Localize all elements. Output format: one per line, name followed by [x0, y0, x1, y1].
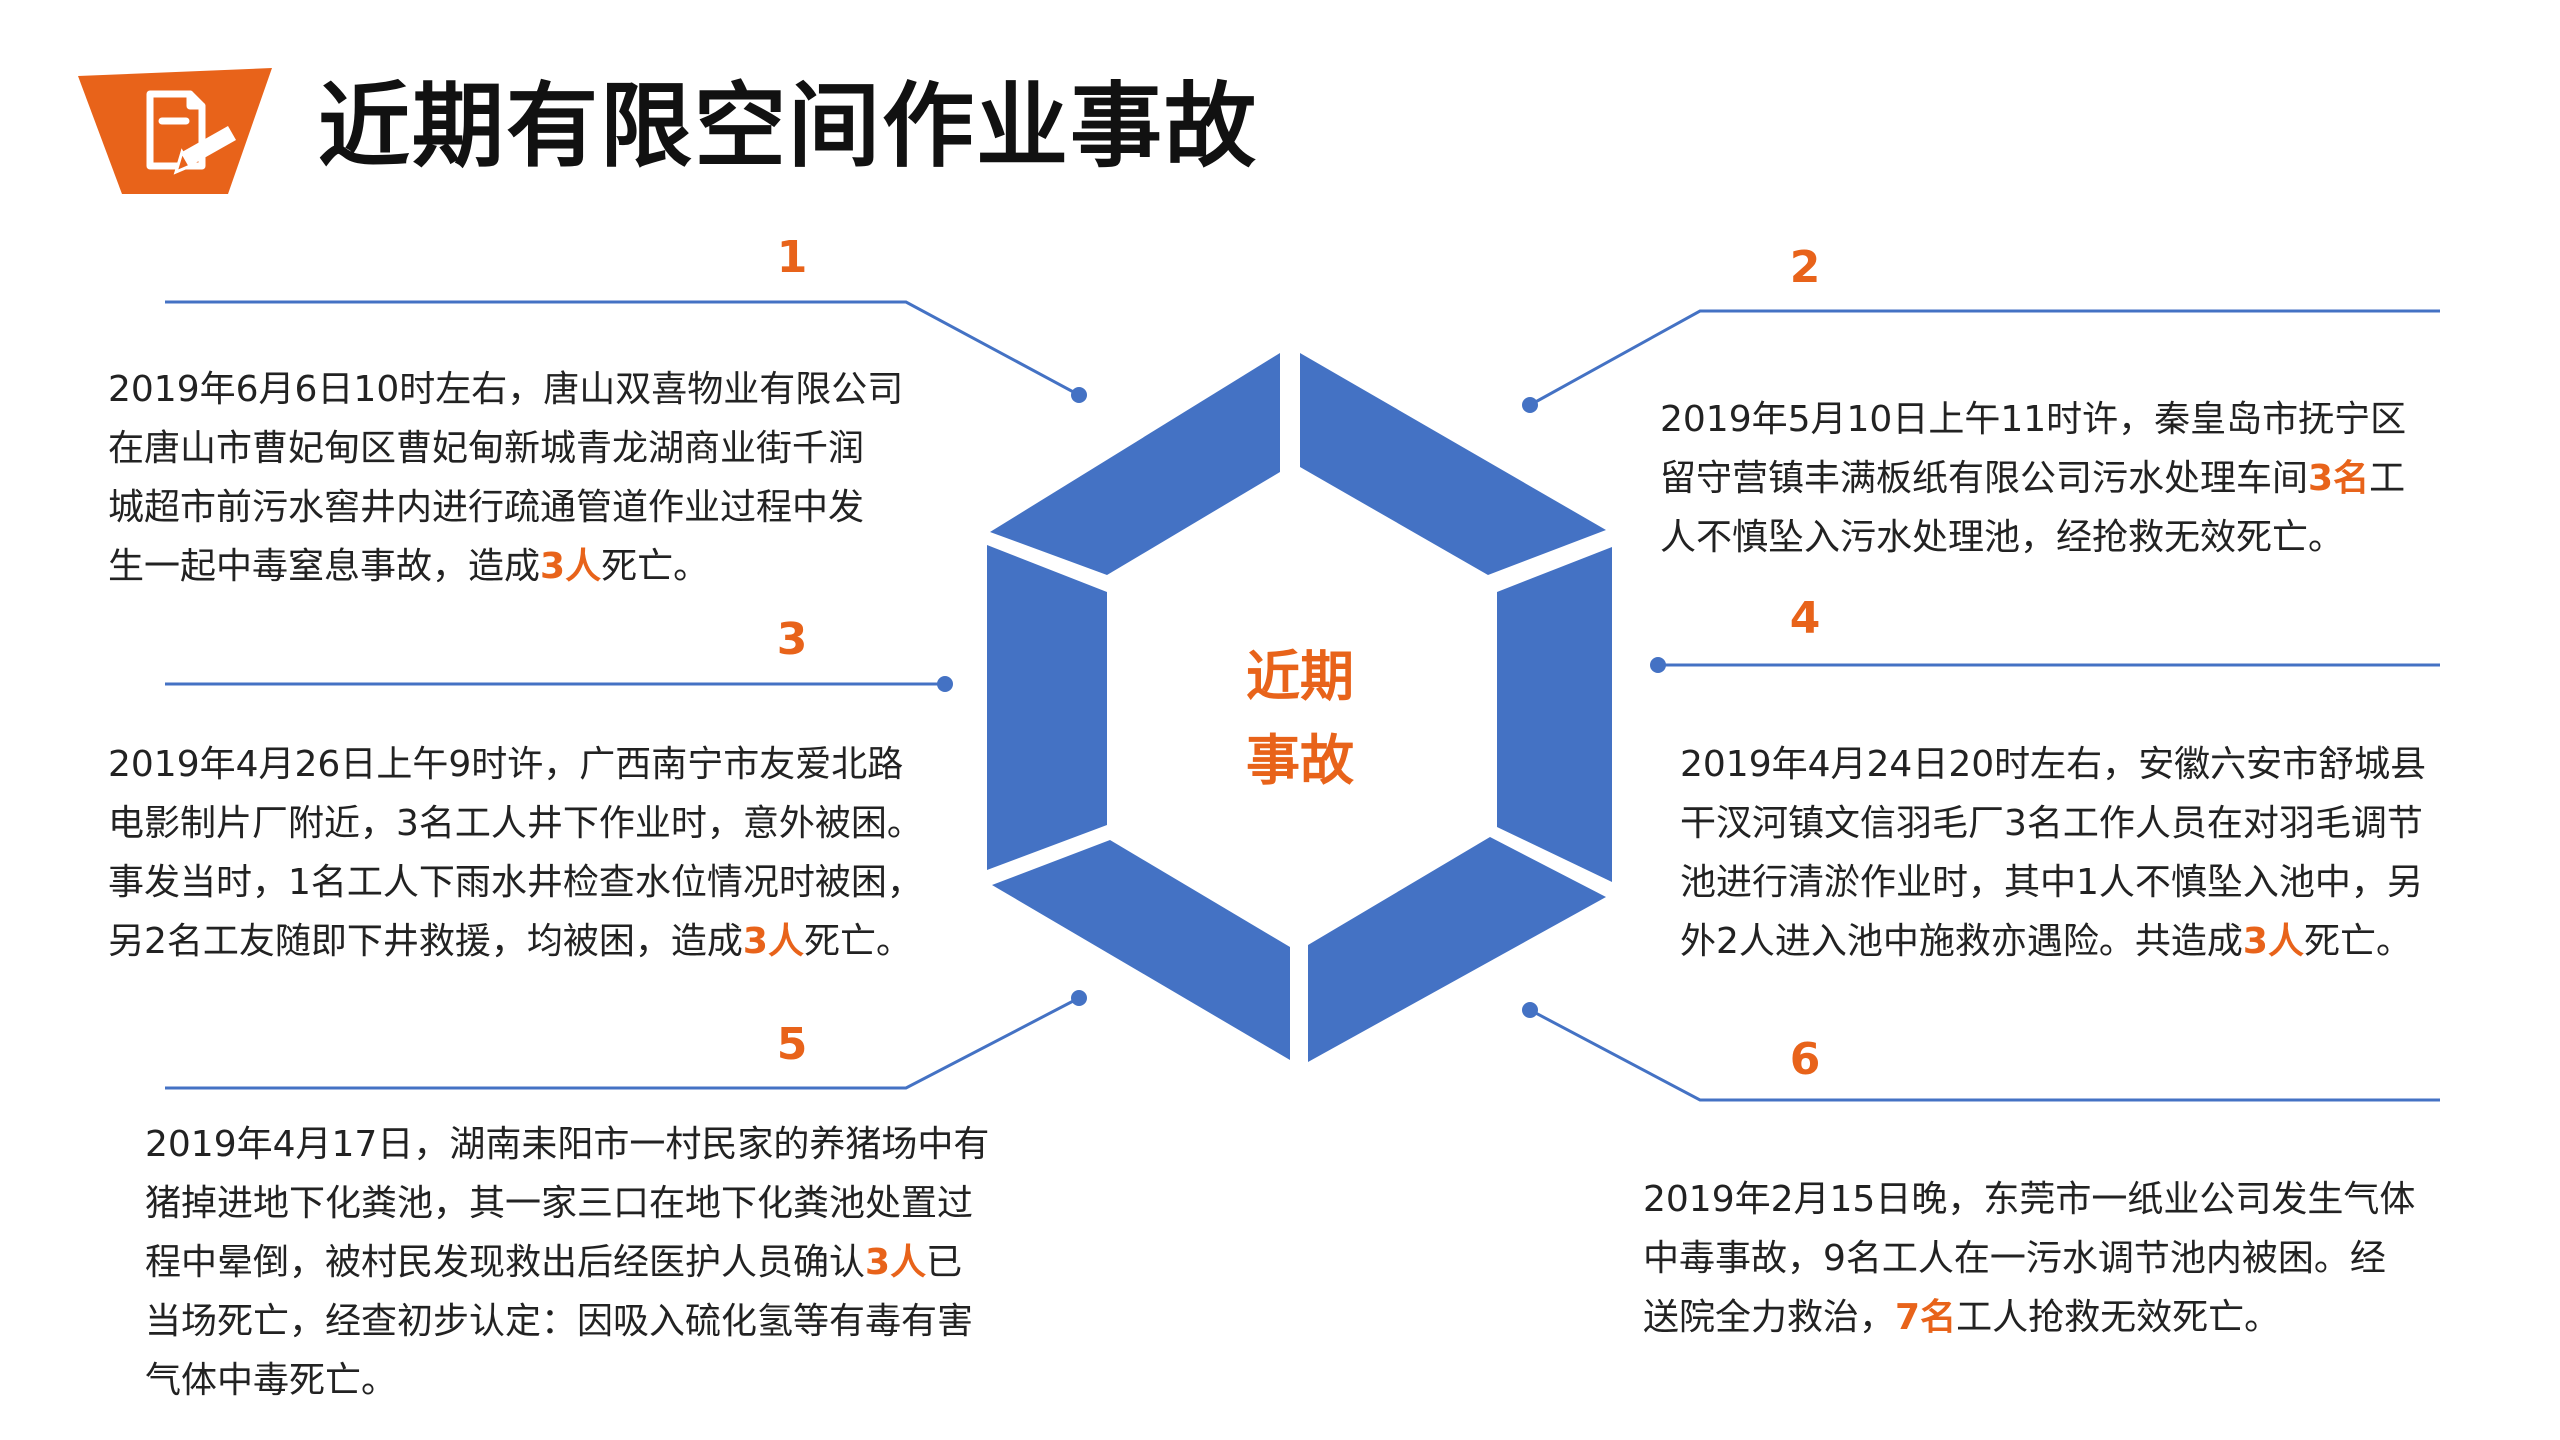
incident-text-segment: 电影制片厂附近，3名工人井下作业时，意外被困。: [108, 803, 923, 844]
incident-line: 在唐山市曹妃甸区曹妃甸新城青龙湖商业街千润: [108, 419, 903, 478]
connector-2: [1529, 309, 2440, 407]
hex-segment-bottom-right: [1308, 837, 1606, 1062]
incident-line: 2019年4月17日，湖南耒阳市一村民家的养猪场中有: [145, 1115, 989, 1174]
document-pencil-icon: [78, 68, 272, 194]
incident-line: 猪掉进地下化粪池，其一家三口在地下化粪池处置过: [145, 1174, 989, 1233]
center-label-line-1: 近期: [1246, 645, 1354, 708]
incident-text-segment: 在唐山市曹妃甸区曹妃甸新城青龙湖商业街千润: [108, 428, 865, 469]
incident-text-segment: 事发当时，1名工人下雨水井检查水位情况时被困，: [108, 862, 923, 903]
incident-line: 外2人进入池中施救亦遇险。共造成3人死亡。: [1680, 912, 2426, 971]
incident-text-5: 2019年4月17日，湖南耒阳市一村民家的养猪场中有猪掉进地下化粪池，其一家三口…: [145, 1115, 989, 1410]
incident-text-segment: 城超市前污水窖井内进行疏通管道作业过程中发: [108, 487, 865, 528]
incident-text-segment: 死亡。: [601, 546, 710, 587]
incident-text-6: 2019年2月15日晚，东莞市一纸业公司发生气体中毒事故，9名工人在一污水调节池…: [1643, 1170, 2415, 1347]
incident-text-segment: 工: [2369, 458, 2406, 499]
incident-line: 2019年4月26日上午9时许，广西南宁市友爱北路: [108, 735, 923, 794]
incident-line: 送院全力救治，7名工人抢救无效死亡。: [1643, 1288, 2415, 1347]
incident-text-segment: 池进行清淤作业时，其中1人不慎坠入池中，另: [1680, 862, 2423, 903]
connector-6: [1529, 1008, 2440, 1102]
incident-text-segment: 2019年5月10日上午11时许，秦皇岛市抚宁区: [1660, 399, 2407, 440]
incident-text-1: 2019年6月6日10时左右，唐山双喜物业有限公司在唐山市曹妃甸区曹妃甸新城青龙…: [108, 360, 903, 596]
incident-text-segment: 当场死亡，经查初步认定：因吸入硫化氢等有毒有害: [145, 1301, 974, 1342]
incident-text-segment: 气体中毒死亡。: [145, 1360, 398, 1401]
incident-line: 城超市前污水窖井内进行疏通管道作业过程中发: [108, 478, 903, 537]
incident-number-5: 5: [776, 1019, 808, 1070]
hex-segment-top-right: [1300, 353, 1606, 575]
incident-line: 干汊河镇文信羽毛厂3名工作人员在对羽毛调节: [1680, 794, 2426, 853]
incident-text-segment: 程中晕倒，被村民发现救出后经医护人员确认: [145, 1242, 866, 1283]
connector-dot-1: [1071, 387, 1087, 403]
fatality-count: 7名: [1895, 1297, 1957, 1338]
incident-text-segment: 另2名工友随即下井救援，均被困，造成: [108, 921, 743, 962]
incident-line: 另2名工友随即下井救援，均被困，造成3人死亡。: [108, 912, 923, 971]
incident-line: 当场死亡，经查初步认定：因吸入硫化氢等有毒有害: [145, 1292, 989, 1351]
incident-text-segment: 2019年6月6日10时左右，唐山双喜物业有限公司: [108, 369, 904, 410]
fatality-count: 3人: [2242, 921, 2304, 962]
fatality-count: 3人: [540, 546, 602, 587]
incident-line: 2019年6月6日10时左右，唐山双喜物业有限公司: [108, 360, 903, 419]
incident-number-3: 3: [776, 614, 808, 665]
incident-number-6: 6: [1789, 1034, 1821, 1085]
incident-line: 气体中毒死亡。: [145, 1351, 989, 1410]
incident-text-segment: 2019年4月26日上午9时许，广西南宁市友爱北路: [108, 744, 904, 785]
connector-dot-2: [1522, 397, 1538, 413]
fatality-count: 3人: [865, 1242, 927, 1283]
page-title: 近期有限空间作业事故: [318, 73, 1259, 180]
center-label: 近期 事故: [1180, 635, 1420, 803]
incident-line: 2019年5月10日上午11时许，秦皇岛市抚宁区: [1660, 390, 2406, 449]
connector-1: [165, 300, 1080, 397]
incident-line: 留守营镇丰满板纸有限公司污水处理车间3名工: [1660, 449, 2406, 508]
hex-segment-right: [1497, 547, 1612, 882]
fatality-count: 3人: [742, 921, 804, 962]
incident-line: 中毒事故，9名工人在一污水调节池内被困。经: [1643, 1229, 2415, 1288]
incident-number-4: 4: [1789, 593, 1821, 644]
incident-line: 2019年2月15日晚，东莞市一纸业公司发生气体: [1643, 1170, 2415, 1229]
incident-line: 2019年4月24日20时左右，安徽六安市舒城县: [1680, 735, 2426, 794]
incident-number-2: 2: [1789, 242, 1821, 293]
incident-text-2: 2019年5月10日上午11时许，秦皇岛市抚宁区留守营镇丰满板纸有限公司污水处理…: [1660, 390, 2406, 567]
incident-line: 生一起中毒窒息事故，造成3人死亡。: [108, 537, 903, 596]
incident-line: 程中晕倒，被村民发现救出后经医护人员确认3人已: [145, 1233, 989, 1292]
connector-dot-3: [937, 676, 953, 692]
incident-line: 电影制片厂附近，3名工人井下作业时，意外被困。: [108, 794, 923, 853]
connector-dot-5: [1071, 990, 1087, 1006]
incident-text-segment: 中毒事故，9名工人在一污水调节池内被困。经: [1643, 1238, 2386, 1279]
incident-text-3: 2019年4月26日上午9时许，广西南宁市友爱北路电影制片厂附近，3名工人井下作…: [108, 735, 923, 971]
fatality-count: 3名: [2308, 458, 2370, 499]
incident-text-segment: 死亡。: [803, 921, 912, 962]
incident-line: 事发当时，1名工人下雨水井检查水位情况时被困，: [108, 853, 923, 912]
incident-text-4: 2019年4月24日20时左右，安徽六安市舒城县干汊河镇文信羽毛厂3名工作人员在…: [1680, 735, 2426, 971]
incident-text-segment: 生一起中毒窒息事故，造成: [108, 546, 541, 587]
center-label-line-2: 事故: [1246, 729, 1354, 792]
hex-segment-top-left: [990, 353, 1280, 575]
incident-text-segment: 已: [926, 1242, 963, 1283]
incident-text-segment: 2019年2月15日晚，东莞市一纸业公司发生气体: [1643, 1179, 2416, 1220]
incident-line: 池进行清淤作业时，其中1人不慎坠入池中，另: [1680, 853, 2426, 912]
incident-text-segment: 干汊河镇文信羽毛厂3名工作人员在对羽毛调节: [1680, 803, 2423, 844]
connector-5: [165, 996, 1080, 1090]
incident-text-segment: 猪掉进地下化粪池，其一家三口在地下化粪池处置过: [145, 1183, 974, 1224]
incident-text-segment: 外2人进入池中施救亦遇险。共造成: [1680, 921, 2243, 962]
incident-text-segment: 2019年4月17日，湖南耒阳市一村民家的养猪场中有: [145, 1124, 990, 1165]
hex-segment-left: [987, 545, 1107, 870]
hex-segment-bottom-left: [992, 840, 1290, 1060]
incident-text-segment: 留守营镇丰满板纸有限公司污水处理车间: [1660, 458, 2309, 499]
incident-line: 人不慎坠入污水处理池，经抢救无效死亡。: [1660, 508, 2406, 567]
incident-text-segment: 送院全力救治，: [1643, 1297, 1896, 1338]
incident-text-segment: 工人抢救无效死亡。: [1956, 1297, 2281, 1338]
incident-text-segment: 死亡。: [2303, 921, 2412, 962]
incident-text-segment: 2019年4月24日20时左右，安徽六安市舒城县: [1680, 744, 2427, 785]
incident-text-segment: 人不慎坠入污水处理池，经抢救无效死亡。: [1660, 517, 2345, 558]
connector-dot-4: [1650, 657, 1666, 673]
connector-dot-6: [1522, 1002, 1538, 1018]
incident-number-1: 1: [776, 232, 808, 283]
